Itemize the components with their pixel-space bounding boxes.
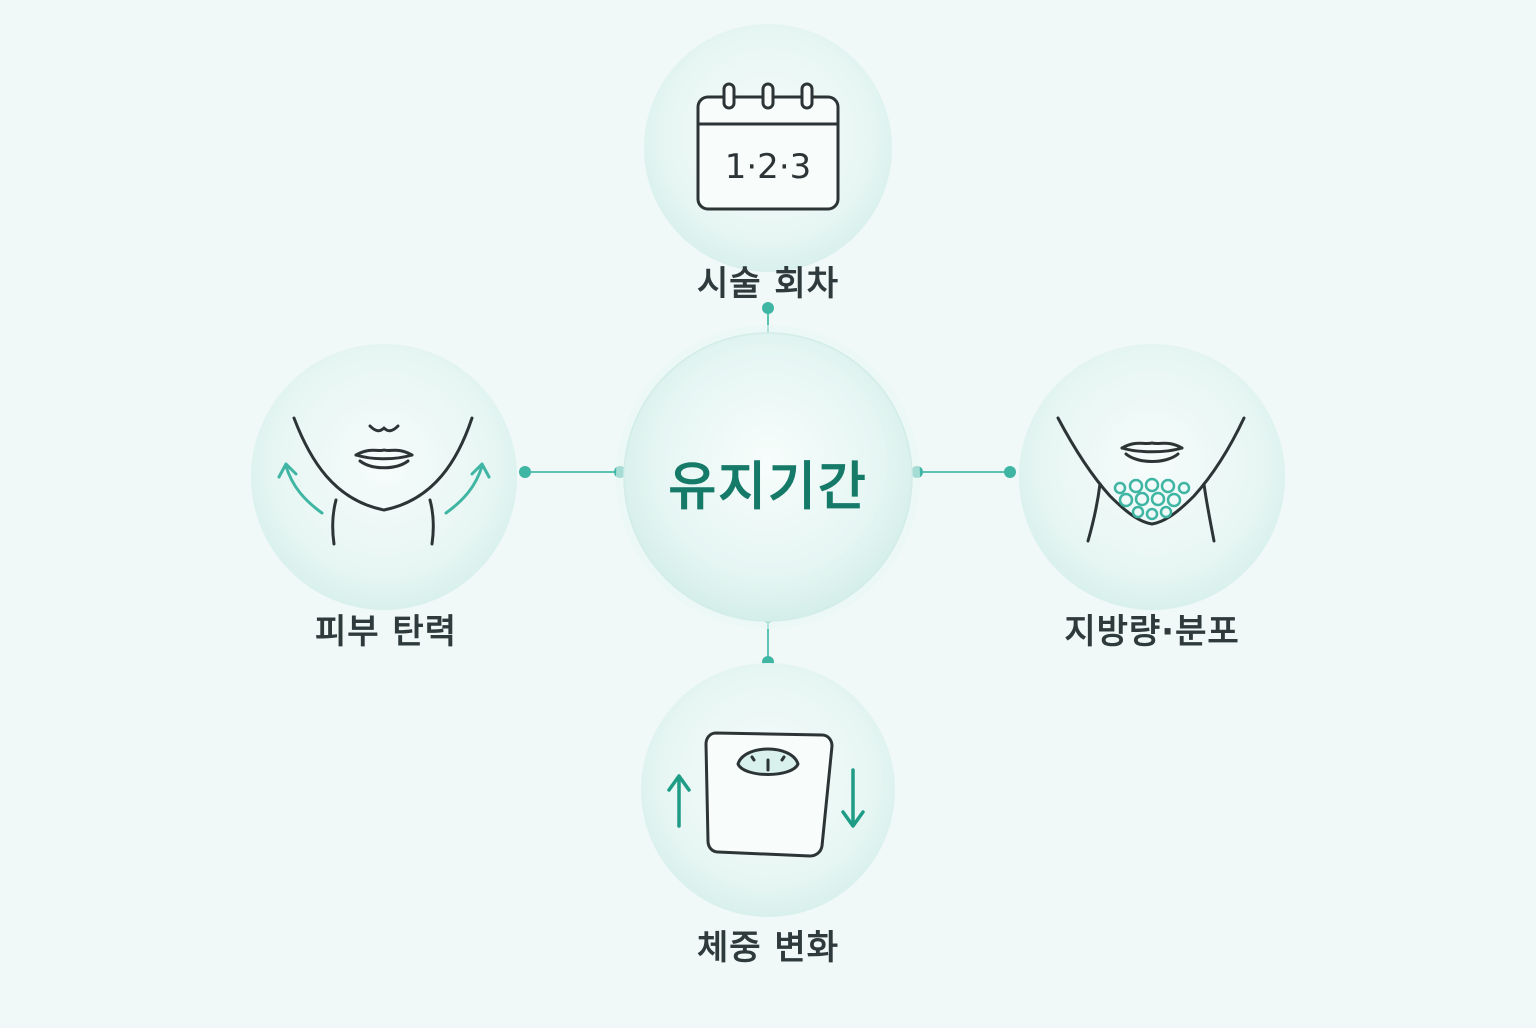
label-fat-distribution: 지방량·분포 [1064, 612, 1240, 652]
node-bottom [641, 663, 895, 917]
connector-right [911, 466, 1016, 478]
calendar-icon [696, 82, 840, 211]
node-left [251, 344, 517, 610]
face-fat-distribution-icon [1056, 416, 1246, 543]
label-skin-elasticity: 피부 탄력 [315, 612, 457, 652]
connector-left [519, 466, 626, 478]
center-title: 유지기간 [668, 457, 868, 518]
face-lift-arrows-icon [277, 416, 491, 546]
calendar-text: 1·2·3 [724, 147, 812, 187]
label-treatment-sessions: 시술 회차 [697, 264, 839, 304]
weight-scale-icon [667, 731, 865, 858]
node-top [644, 24, 892, 272]
node-right [1019, 344, 1285, 610]
label-weight-change: 체중 변화 [697, 928, 839, 968]
center-node [616, 325, 920, 629]
